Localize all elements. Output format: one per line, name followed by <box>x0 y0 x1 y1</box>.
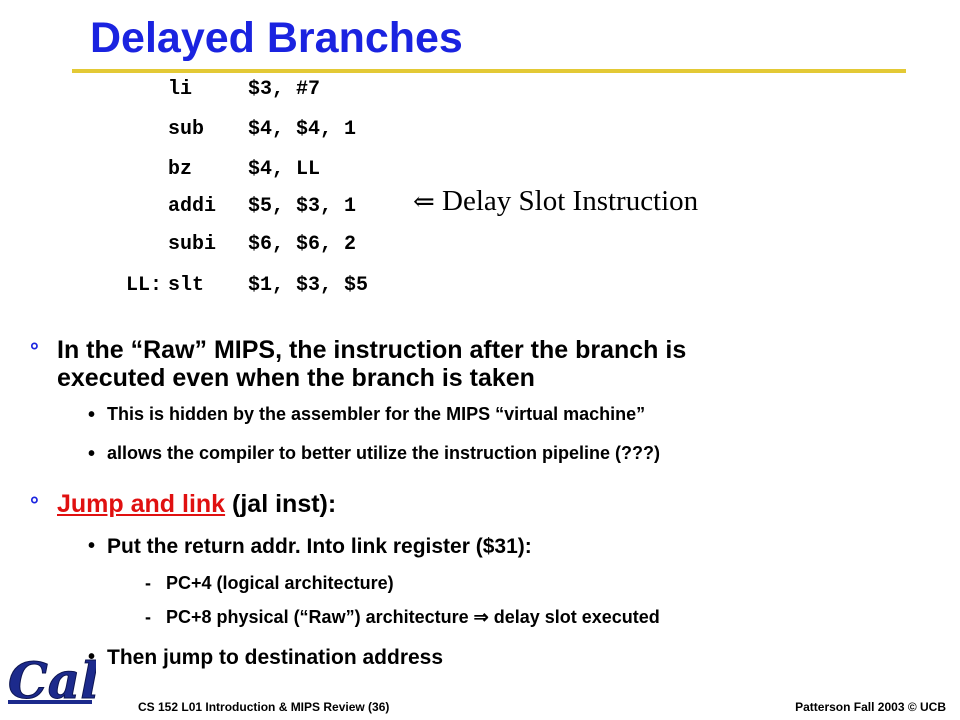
bullet-text-line-2: executed even when the branch is taken <box>57 364 535 392</box>
dot-bullet-icon: • <box>88 443 96 465</box>
degree-bullet-icon: ° <box>30 338 39 363</box>
sub-bullet-text: allows the compiler to better utilize th… <box>107 443 661 463</box>
code-opcode: slt <box>168 274 205 297</box>
left-double-arrow-icon: ⇐ <box>413 187 435 217</box>
jal-text: (jal inst): <box>225 490 337 518</box>
footer-copyright: Patterson Fall 2003 © UCB <box>795 700 946 714</box>
code-opcode: addi <box>168 195 217 218</box>
sub-bullet-text: Put the return addr. Into link register … <box>107 535 532 558</box>
right-double-arrow-icon: ⇒ <box>473 607 489 627</box>
logo-underline <box>8 700 92 704</box>
sub-bullet-text: Then jump to destination address <box>107 646 444 669</box>
code-opcode: li <box>168 78 193 101</box>
cal-logo: Cal <box>8 651 97 709</box>
dot-bullet-icon: • <box>88 535 96 557</box>
cal-logo-text: Cal <box>8 651 96 708</box>
footer-course-info: CS 152 L01 Introduction & MIPS Review (3… <box>138 700 390 714</box>
code-operands: $1, $3, $5 <box>248 274 369 297</box>
dash-item-text: PC+8 physical (“Raw”) architecture <box>166 607 474 627</box>
code-opcode: sub <box>168 118 205 141</box>
code-operands: $4, LL <box>248 158 321 181</box>
code-label: LL: <box>125 274 162 297</box>
code-operands: $3, #7 <box>248 78 321 101</box>
bullet-text-line-1: In the “Raw” MIPS, the instruction after… <box>57 336 687 364</box>
dash-mark: - <box>145 573 151 593</box>
code-operands: $4, $4, 1 <box>248 118 357 141</box>
dash-item-text: PC+4 (logical architecture) <box>166 573 394 593</box>
slide-title: Delayed Branches <box>90 14 463 62</box>
code-opcode: subi <box>168 233 217 256</box>
code-operands: $6, $6, 2 <box>248 233 357 256</box>
code-operands: $5, $3, 1 <box>248 195 357 218</box>
dot-bullet-icon: • <box>88 646 96 668</box>
code-opcode: bz <box>168 158 193 181</box>
dot-bullet-icon: • <box>88 404 96 426</box>
sub-bullet-text: This is hidden by the assembler for the … <box>107 404 646 424</box>
delay-slot-label: Delay Slot Instruction <box>442 185 699 217</box>
dash-mark: - <box>145 607 151 627</box>
degree-bullet-icon: ° <box>30 492 39 517</box>
title-underline <box>72 69 906 73</box>
delay-slot-annotation: ⇐ Delay Slot Instruction <box>413 185 698 218</box>
dash-item-text-end: delay slot executed <box>488 607 660 627</box>
jump-and-link-link[interactable]: Jump and link <box>57 490 226 518</box>
